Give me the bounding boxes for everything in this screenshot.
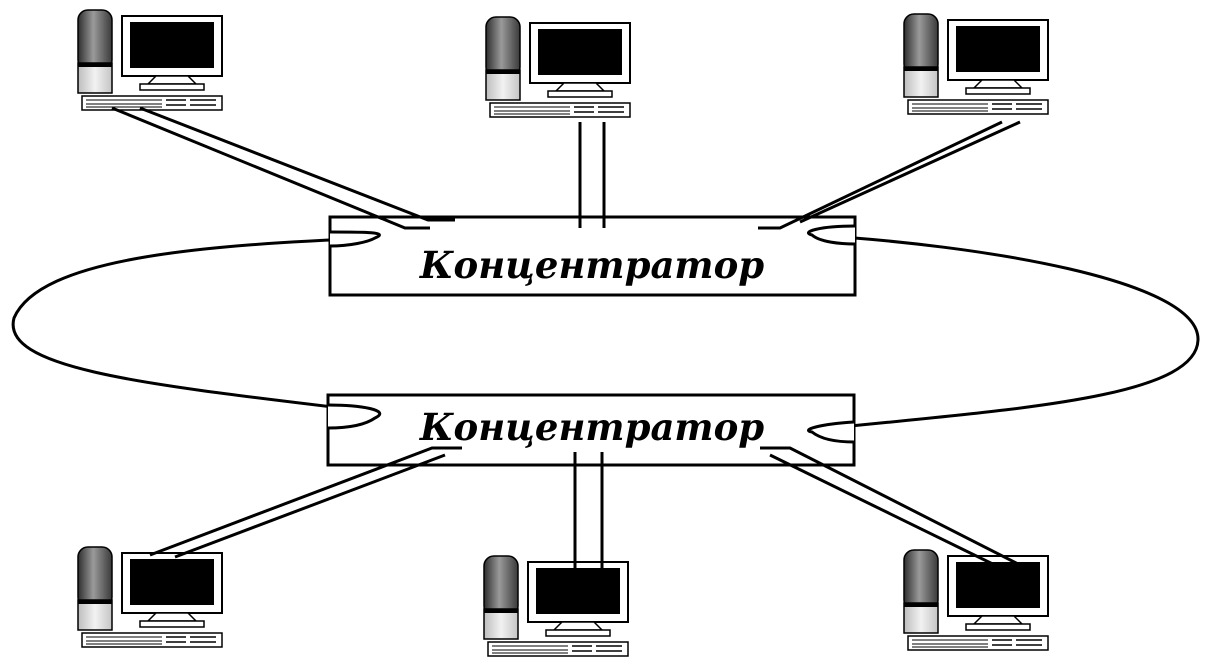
hub-bottom-label: Концентратор <box>419 405 764 449</box>
hub-bottom-port-left <box>327 403 382 430</box>
cables-top <box>111 106 1021 230</box>
computer-bottom-left <box>77 546 223 648</box>
hub-bottom-port-right <box>807 420 855 444</box>
computer-top-center <box>485 16 631 118</box>
computer-bottom-right <box>903 549 1049 651</box>
ring-cable <box>11 233 1200 432</box>
computer-top-left <box>77 9 223 111</box>
cables-bottom <box>149 446 1031 572</box>
computer-top-right <box>903 13 1049 115</box>
hub-top-port-left <box>329 230 381 248</box>
hub-top-label: Концентратор <box>419 243 764 287</box>
hub-top-port-right <box>807 224 856 246</box>
computer-bottom-center <box>483 555 629 657</box>
hub-top <box>328 215 857 297</box>
